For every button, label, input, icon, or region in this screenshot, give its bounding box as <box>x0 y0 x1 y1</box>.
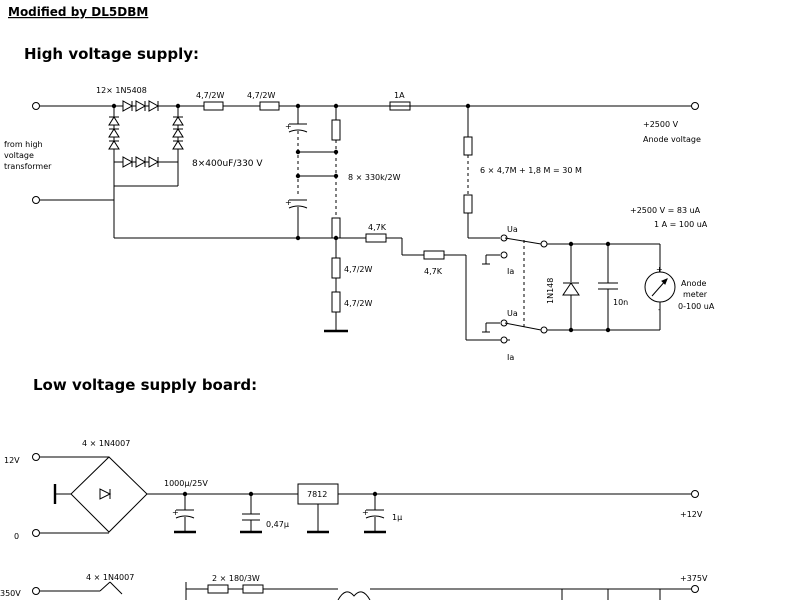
hv-diode <box>562 282 580 296</box>
hv-low-resistor-1 <box>331 257 341 279</box>
credit-text: Modified by DL5DBM <box>8 5 148 19</box>
hv-r47k-bottom-label: 4,7K <box>424 267 443 276</box>
hv-bridge-rectifier: 12× 1N5408 <box>96 86 338 239</box>
hv-cap-label: 10n <box>613 298 628 307</box>
hv-switch-ia-1: Ia <box>507 267 514 276</box>
svg-text:+: + <box>362 508 369 517</box>
hv-rectifier-label: 12× 1N5408 <box>96 86 147 95</box>
lv-series-resistor-2 <box>242 584 264 594</box>
hv-low-r2-label: 4,7/2W <box>344 299 373 308</box>
hv-scale-line1: +2500 V = 83 uA <box>630 206 701 215</box>
hv-meter-label-3: 0-100 uA <box>678 302 715 311</box>
svg-text:+: + <box>656 265 663 274</box>
svg-text:+: + <box>285 198 292 207</box>
lv-bridge2-label: 4 × 1N4007 <box>86 573 134 582</box>
hv-meter-network: 1N148 10n + - +2500 V = 83 uA 1 A = 100 … <box>546 206 715 333</box>
hv-low-r1-label: 4,7/2W <box>344 265 373 274</box>
hv-resistor-47k-bottom <box>423 250 445 260</box>
svg-text:voltage: voltage <box>4 151 34 160</box>
hv-input-terminal-bottom <box>32 196 40 204</box>
lv-r-series-label: 2 × 180/3W <box>212 574 260 583</box>
lv-terminal-0 <box>32 529 40 537</box>
hv-series-r1-label: 4,7/2W <box>196 91 225 100</box>
lv-regulator-label: 7812 <box>307 490 327 499</box>
hv-output-voltage: +2500 V <box>643 120 679 129</box>
hv-voltage-divider: 6 × 4,7M + 1,8 M = 30 M <box>463 106 582 239</box>
hv-low-resistor-2 <box>331 291 341 313</box>
lv-in-350v: 350V <box>0 589 21 598</box>
hv-bleeder-resistors: 8 × 330k/2W <box>331 106 401 241</box>
lv-terminal-12v <box>32 453 40 461</box>
lv-series-resistor-1 <box>207 584 229 594</box>
hv-series-resistor-2 <box>259 101 280 111</box>
lv-in-12v: 12V <box>4 456 20 465</box>
hv-source-label: from high voltage transformer <box>4 140 52 171</box>
svg-text:transformer: transformer <box>4 162 52 171</box>
hv-meter-label-2: meter <box>683 290 708 299</box>
lv-bridge-rectifier-2 <box>99 581 111 592</box>
lv-terminal-350v <box>32 587 40 595</box>
lv-choke <box>337 591 371 600</box>
lv-12v-section: 12V 0 4 × 1N4007 + 1000µ/25V 0,47µ 7812 <box>4 439 703 541</box>
hv-output-terminal <box>691 102 699 110</box>
svg-text:from high: from high <box>4 140 43 149</box>
svg-text:+: + <box>172 508 179 517</box>
lv-cap1-label: 1000µ/25V <box>164 479 208 488</box>
hv-scale-line2: 1 A = 100 uA <box>654 220 708 229</box>
hv-fuse-label: 1A <box>394 91 405 100</box>
hv-main-rail: 4,7/2W 4,7/2W 1A +2500 V Anode voltage <box>186 91 701 144</box>
hv-output-caption: Anode voltage <box>643 135 701 144</box>
hv-input-terminals <box>32 102 114 204</box>
hv-input-terminal-top <box>32 102 40 110</box>
lv-output-12v-terminal <box>691 490 699 498</box>
lv-375v-section: 350V 4 × 1N4007 2 × 180/3W +375V <box>0 573 708 600</box>
lv-bridge1-label: 4 × 1N4007 <box>82 439 130 448</box>
hv-diode-label: 1N148 <box>546 278 555 304</box>
hv-meter-switch: Ua Ia Ua Ia <box>482 225 548 362</box>
lv-out-12v: +12V <box>680 510 703 519</box>
hv-meter-label-1: Anode <box>681 279 707 288</box>
hv-return-path: 4,7K 4,7K 4,7/2W 4,7/2W <box>324 223 510 341</box>
hv-series-r2-label: 4,7/2W <box>247 91 276 100</box>
hv-switch-ua-1: Ua <box>507 225 518 234</box>
high-voltage-title: High voltage supply: <box>24 45 199 63</box>
lv-cap3-label: 1µ <box>392 513 402 522</box>
hv-caps-label: 8×400uF/330 V <box>192 159 263 169</box>
hv-series-resistor-1 <box>203 101 224 111</box>
hv-switch-ia-2: Ia <box>507 353 514 362</box>
hv-filter-capacitors: + + 8×400uF/330 V <box>192 106 336 241</box>
lv-out-375v: +375V <box>680 574 708 583</box>
hv-divider-label: 6 × 4,7M + 1,8 M = 30 M <box>480 166 582 175</box>
hv-bleeder-label: 8 × 330k/2W <box>348 173 401 182</box>
svg-text:+: + <box>285 122 292 131</box>
lv-output-375v-terminal <box>691 585 699 593</box>
lv-in-0: 0 <box>14 532 19 541</box>
low-voltage-title: Low voltage supply board: <box>33 376 257 394</box>
hv-r47k-top-label: 4,7K <box>368 223 387 232</box>
hv-switch-ua-2: Ua <box>507 309 518 318</box>
lv-cap2-label: 0,47µ <box>266 520 289 529</box>
hv-resistor-47k-top <box>365 233 387 243</box>
